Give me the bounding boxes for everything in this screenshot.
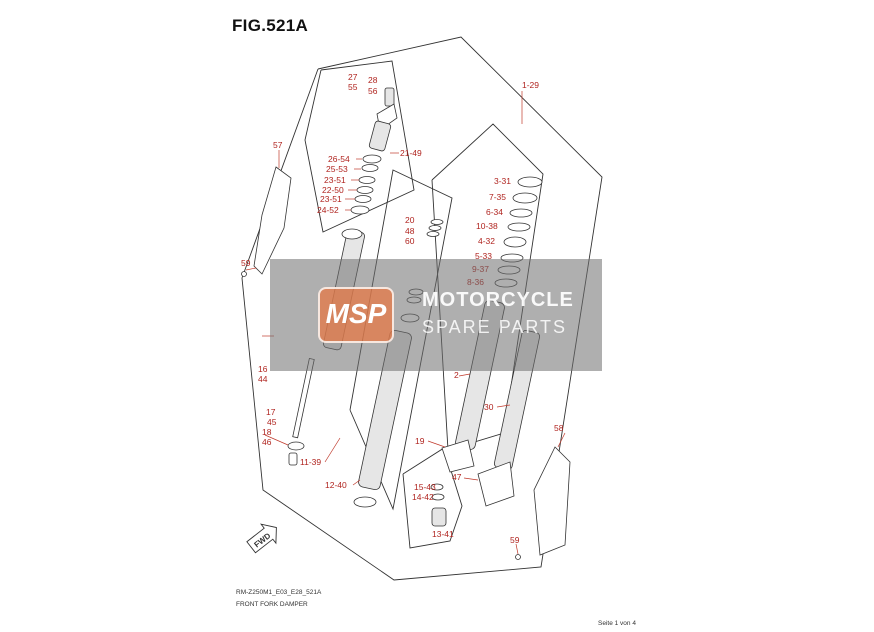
callout: 18 <box>262 427 272 437</box>
ring-23b <box>354 195 372 203</box>
axle-holder-47 <box>477 461 515 507</box>
callout: 55 <box>348 82 358 92</box>
ring-10 <box>507 222 531 232</box>
ring-26 <box>362 154 382 164</box>
ring-23 <box>358 176 376 184</box>
callout: 58 <box>554 423 564 433</box>
bolt-left <box>241 271 247 277</box>
watermark-logo: MSP <box>318 287 394 343</box>
seal-7 <box>512 192 538 204</box>
bolt-right <box>515 554 521 560</box>
callout: 2 <box>454 370 459 380</box>
callout: 48 <box>405 226 415 236</box>
bottom-parts-frame <box>402 447 463 549</box>
seal-3 <box>517 176 543 188</box>
figure-title: FIG.521A <box>232 16 309 35</box>
callout: 14-42 <box>412 492 434 502</box>
callout: 5-33 <box>475 251 492 261</box>
callout: 46 <box>262 437 272 447</box>
callout: 20 <box>405 215 415 225</box>
ring-24 <box>350 205 370 215</box>
callout: 16 <box>258 364 268 374</box>
callout: 59 <box>241 258 251 268</box>
figure-code: RM-Z250M1_E03_E28_521A <box>236 589 322 596</box>
oring-15 <box>430 483 444 491</box>
callout: 19 <box>415 436 425 446</box>
callout: 44 <box>258 374 268 384</box>
callout-labels: 27 28 55 56 21-49 26-54 25-53 23-51 22-5… <box>241 72 564 545</box>
callout: 27 <box>348 72 358 82</box>
callout: 30 <box>484 402 494 412</box>
callout: 47 <box>452 472 462 482</box>
base-valve-13 <box>431 507 447 527</box>
damper-cap-top <box>341 228 363 240</box>
callout: 11-39 <box>300 457 321 467</box>
fork-guard-left <box>253 166 292 275</box>
callout: 25-53 <box>326 164 348 174</box>
fwd-arrow-icon: FWD <box>246 523 277 554</box>
cap-spring-part <box>368 120 392 152</box>
callout: 22-50 <box>322 185 344 195</box>
callout: 15-43 <box>414 482 436 492</box>
leader-lines <box>262 91 566 555</box>
figure-name: FRONT FORK DAMPER <box>236 601 308 608</box>
callout: 59 <box>510 535 520 545</box>
callout: 26-54 <box>328 154 350 164</box>
assembly-frame-outline <box>241 36 603 581</box>
page-number: Seite 1 von 4 <box>598 620 636 627</box>
callout: 28 <box>368 75 378 85</box>
callout: 21-49 <box>400 148 422 158</box>
callout: 60 <box>405 236 415 246</box>
ring-4 <box>503 236 527 248</box>
watermark-text-line1: MOTORCYCLE <box>422 289 574 311</box>
callout: 56 <box>368 86 378 96</box>
oring-18 <box>287 441 305 451</box>
washer-14 <box>431 493 445 501</box>
fork-cap-part <box>384 87 395 107</box>
ring-6 <box>509 208 533 218</box>
watermark-text-line2: SPARE PARTS <box>422 317 568 337</box>
bushing-17 <box>288 452 298 466</box>
callout: 4-32 <box>478 236 495 246</box>
ring-22 <box>356 186 374 194</box>
ring-12 <box>353 496 377 508</box>
callout: 3-31 <box>494 176 511 186</box>
callout: 7-35 <box>489 192 506 202</box>
fork-guard-right <box>533 446 571 556</box>
ring-25 <box>361 164 379 172</box>
callout: 45 <box>267 417 277 427</box>
callout: 23-51 <box>320 194 342 204</box>
callout: 57 <box>273 140 283 150</box>
callout: 6-34 <box>486 207 503 217</box>
callout: 17 <box>266 407 276 417</box>
axle-holder-19 <box>441 439 475 473</box>
callout: 10-38 <box>476 221 498 231</box>
callout: 12-40 <box>325 480 347 490</box>
callout: 24-52 <box>317 205 339 215</box>
callout: 1-29 <box>522 80 539 90</box>
watermark-overlay: MSP MOTORCYCLE SPARE PARTS <box>270 259 602 371</box>
callout: 13-41 <box>432 529 454 539</box>
callout: 23-51 <box>324 175 346 185</box>
